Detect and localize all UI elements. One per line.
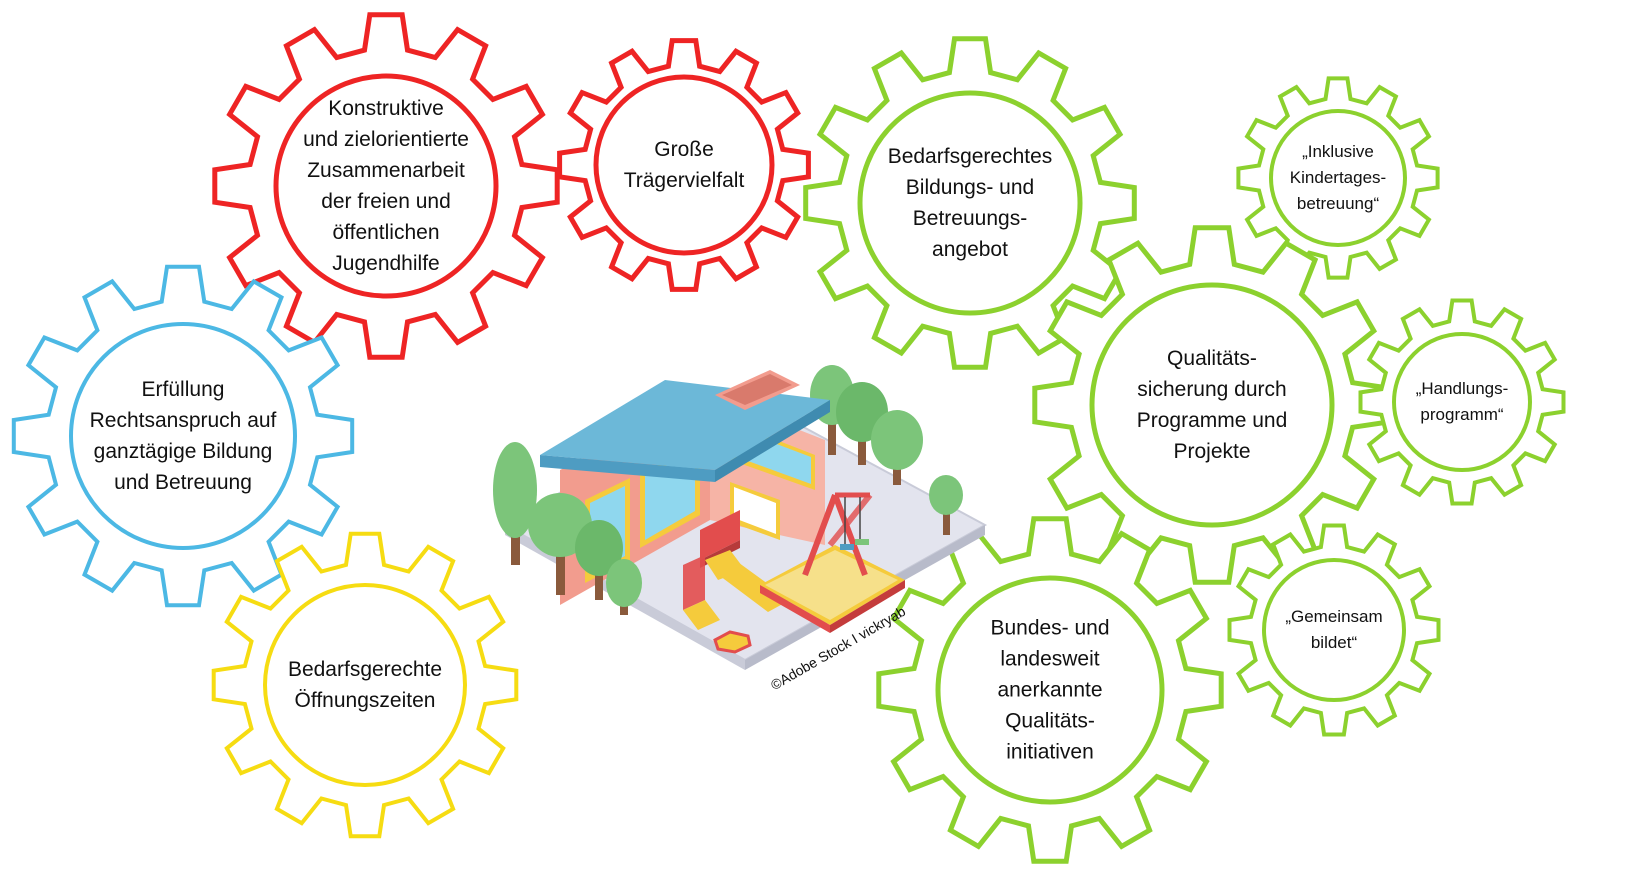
gear-zusammenarbeit-inner-ring — [273, 73, 499, 299]
gear-handlungsprogramm-inner-ring — [1392, 332, 1532, 472]
gear-oeffnungszeiten-outline — [211, 531, 519, 839]
gear-gemeinsam-inner-ring — [1262, 558, 1406, 702]
gear-handlungsprogramm — [1358, 298, 1566, 506]
gear-angebot-inner-ring — [857, 90, 1083, 316]
gear-qualitaetssicherung-outline — [1032, 225, 1392, 585]
gear-rechtsanspruch-inner-ring — [69, 322, 297, 550]
gear-zusammenarbeit — [212, 12, 560, 360]
gear-initiativen — [876, 516, 1224, 864]
gear-gemeinsam-outline — [1227, 523, 1441, 737]
gear-handlungsprogramm-outline — [1358, 298, 1566, 506]
gear-inklusive-inner-ring — [1269, 109, 1407, 247]
kindergarten-building-illustration — [493, 365, 988, 670]
gear-initiativen-outline — [876, 516, 1224, 864]
gear-qualitaetssicherung-inner-ring — [1089, 282, 1335, 528]
gear-angebot — [803, 36, 1137, 370]
gear-rechtsanspruch — [11, 264, 355, 608]
gear-oeffnungszeiten — [211, 531, 519, 839]
gear-gemeinsam — [1227, 523, 1441, 737]
gear-traegervielfalt — [557, 38, 811, 292]
gear-zusammenarbeit-outline — [212, 12, 560, 360]
gear-oeffnungszeiten-inner-ring — [263, 583, 467, 787]
gear-qualitaetssicherung — [1032, 225, 1392, 585]
gear-rechtsanspruch-outline — [11, 264, 355, 608]
gear-initiativen-inner-ring — [935, 575, 1165, 805]
gear-traegervielfalt-inner-ring — [593, 74, 775, 256]
gear-inklusive-outline — [1236, 76, 1440, 280]
gear-inklusive — [1236, 76, 1440, 280]
gear-angebot-outline — [803, 36, 1137, 370]
